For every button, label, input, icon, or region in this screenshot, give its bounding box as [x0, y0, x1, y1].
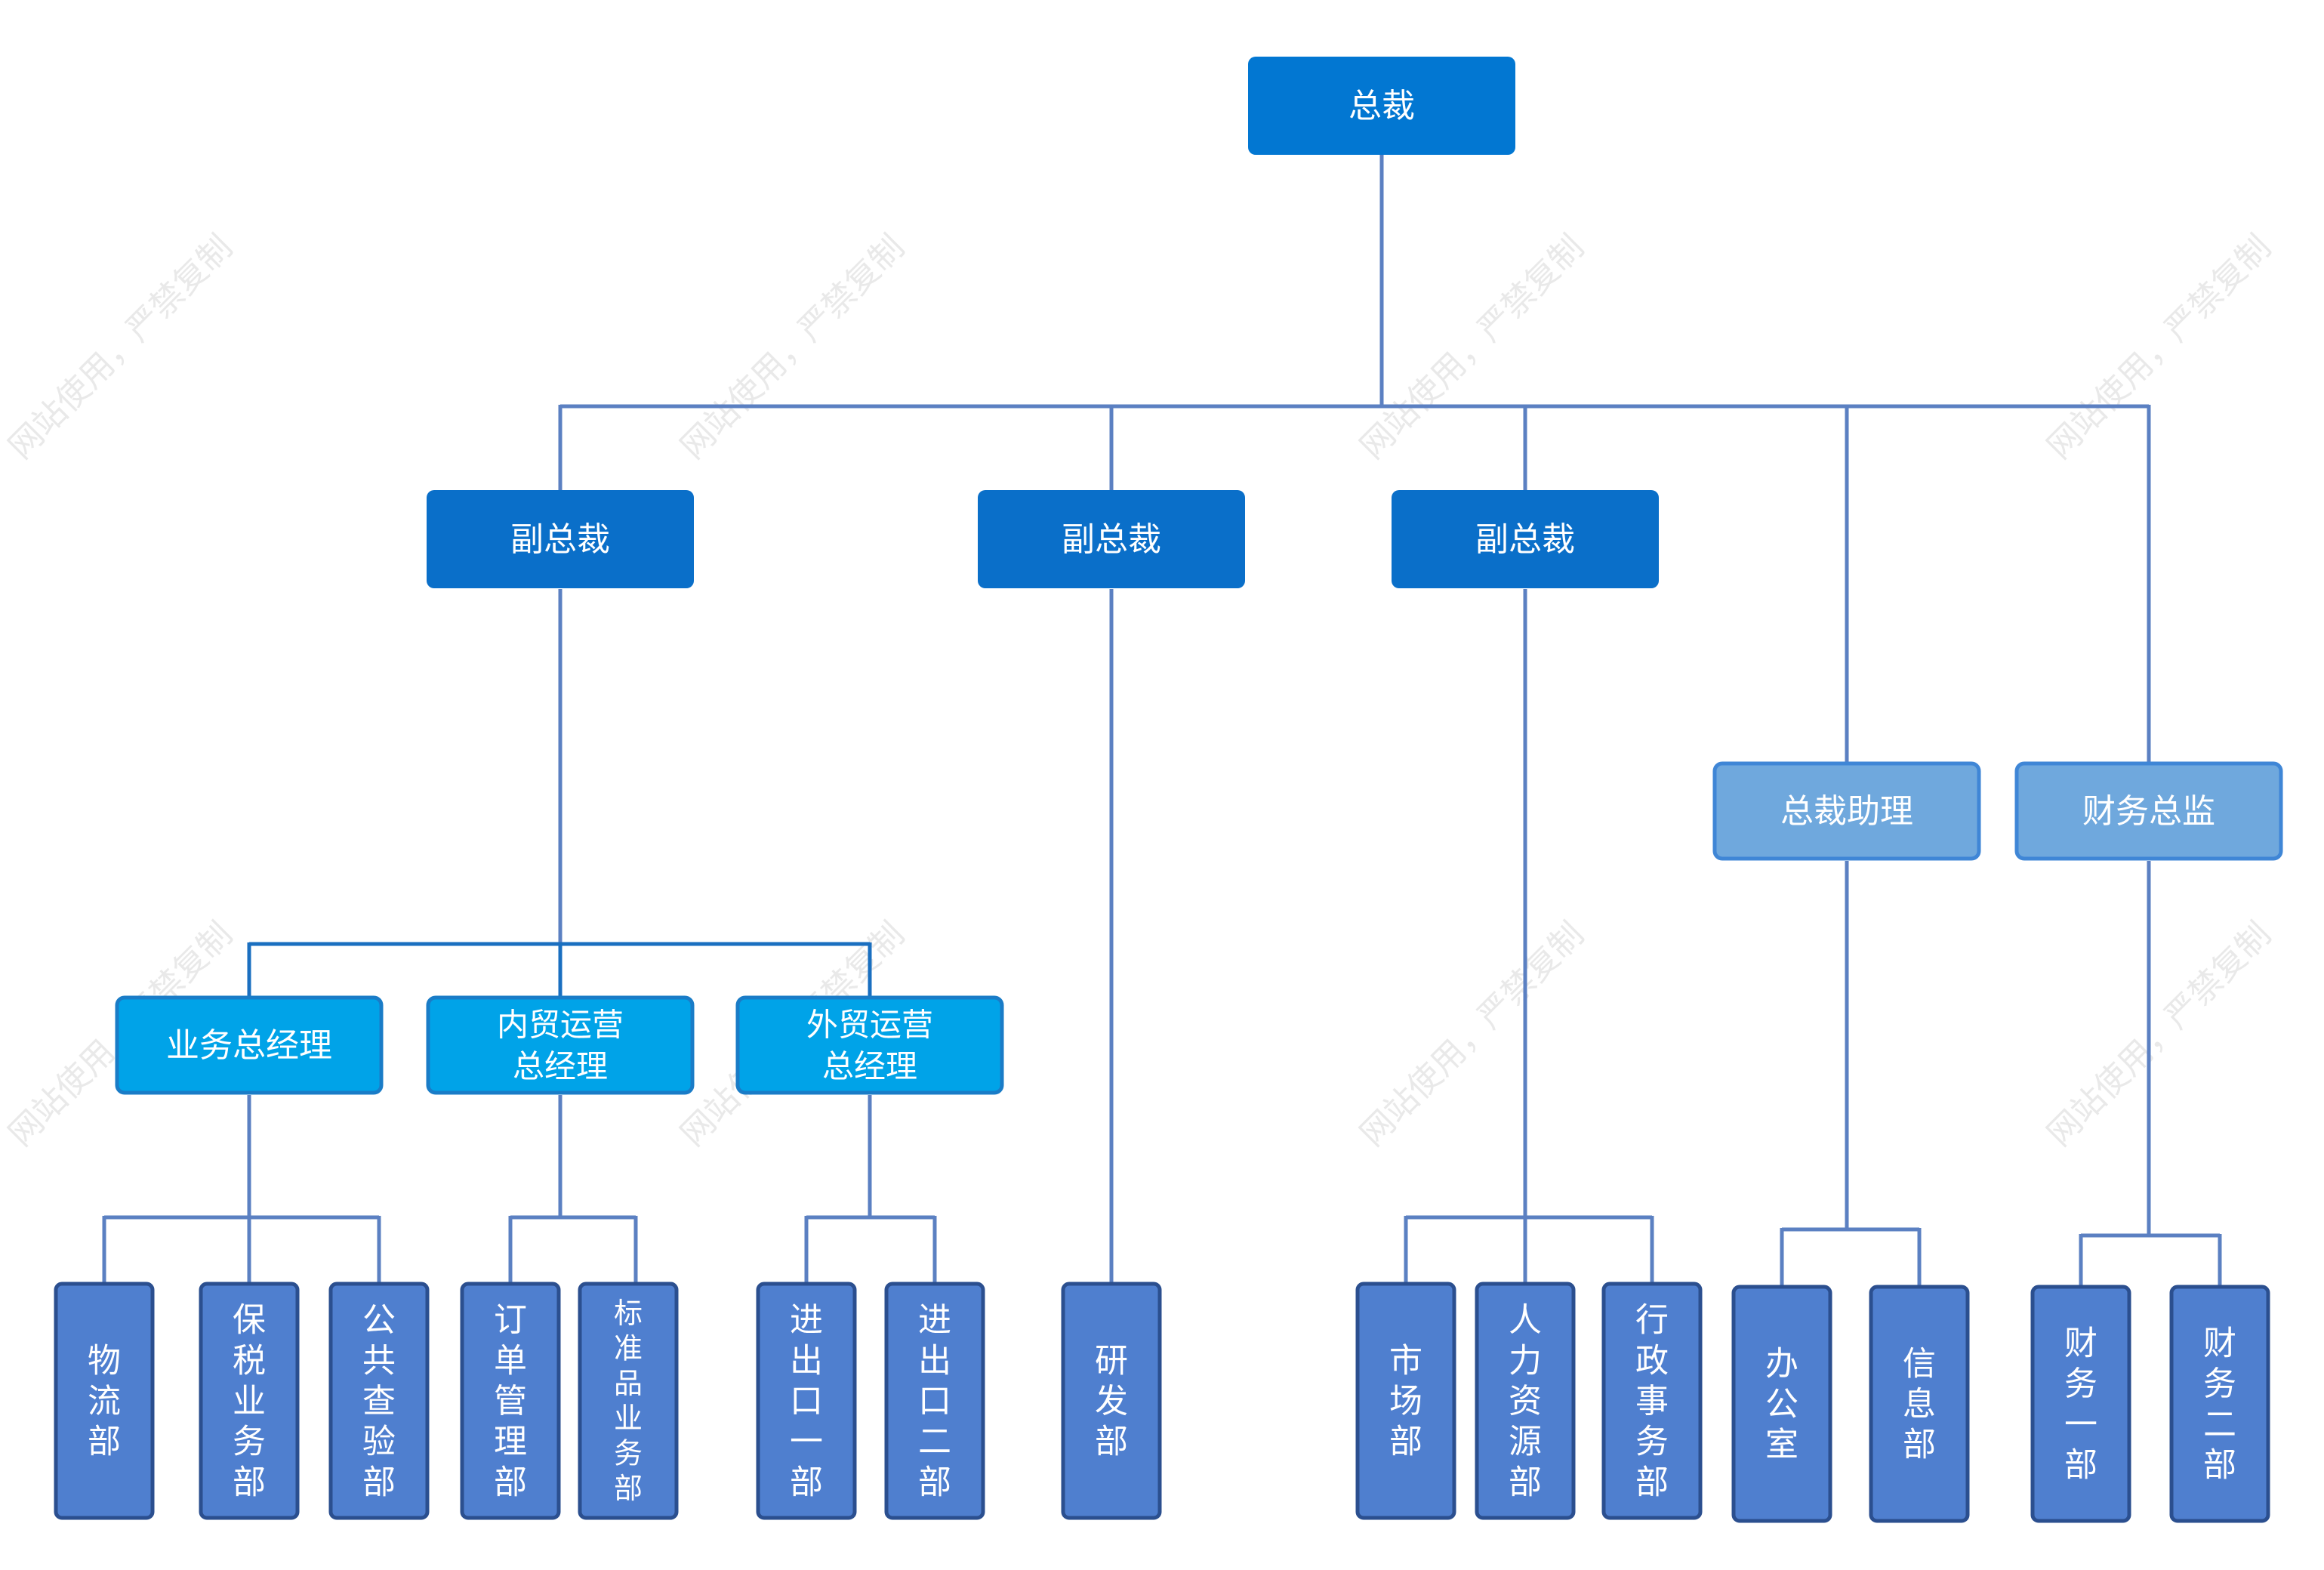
node-box — [735, 995, 1004, 1095]
org-node-president: 总裁 — [1248, 57, 1515, 155]
node-box — [1712, 761, 1981, 861]
node-label: 副总裁 — [510, 520, 610, 559]
node-box — [884, 1282, 985, 1520]
node-box — [1392, 490, 1659, 588]
node-label: 市场部 — [1389, 1341, 1422, 1461]
org-node-cfo: 财务总监 — [2014, 761, 2283, 861]
node-box — [328, 1282, 430, 1520]
node-label: 进出口一部 — [790, 1300, 823, 1501]
watermark-text: 网站使用，严禁复制 — [673, 228, 912, 467]
node-label: 业务总经理 — [166, 1026, 332, 1065]
node-label: 财务一部 — [2064, 1324, 2097, 1484]
node-box — [54, 1282, 155, 1520]
org-node-vp_1: 副总裁 — [427, 490, 694, 588]
watermark-text: 网站使用，严禁复制 — [2, 228, 240, 467]
node-box — [2169, 1285, 2270, 1523]
node-label: 财务二部 — [2203, 1324, 2236, 1484]
node-label: 信息部 — [1903, 1344, 1936, 1464]
org-node-hr: 人力资源部 — [1475, 1282, 1576, 1520]
org-node-ie_2: 进出口二部 — [884, 1282, 985, 1520]
org-node-market: 市场部 — [1355, 1282, 1456, 1520]
org-node-gm_business: 业务总经理 — [115, 995, 384, 1095]
node-label: 总裁助理 — [1780, 792, 1913, 831]
org-node-info: 信息部 — [1869, 1285, 1970, 1523]
node-label: 总裁 — [1348, 87, 1415, 125]
org-node-rnd: 研发部 — [1061, 1282, 1162, 1520]
node-box — [1061, 1282, 1162, 1520]
node-label: 研发部 — [1095, 1341, 1128, 1461]
org-node-bonded: 保税业务部 — [199, 1282, 300, 1520]
node-label: 行政事务部 — [1635, 1300, 1669, 1501]
node-box — [756, 1282, 857, 1520]
org-node-vp_2: 副总裁 — [978, 490, 1245, 588]
org-node-gm_foreign: 外贸运营总经理 — [735, 995, 1004, 1095]
node-label: 人力资源部 — [1509, 1300, 1542, 1501]
node-label: 物流部 — [88, 1341, 121, 1461]
node-label: 标准品业务部 — [614, 1297, 643, 1505]
node-label: 保税业务部 — [233, 1300, 266, 1501]
node-label: 财务总监 — [2082, 792, 2215, 831]
watermark-text: 网站使用，严禁复制 — [2040, 915, 2279, 1154]
org-node-inspection: 公共查验部 — [328, 1282, 430, 1520]
node-box — [1475, 1282, 1576, 1520]
org-node-fin_1: 财务一部 — [2030, 1285, 2131, 1523]
node-label: 进出口二部 — [918, 1300, 951, 1501]
node-label: 办公室 — [1765, 1344, 1798, 1464]
node-label: 外贸运营总经理 — [806, 1006, 933, 1084]
watermark-text: 网站使用，严禁复制 — [1353, 915, 1592, 1154]
watermark-text: 网站使用，严禁复制 — [1353, 228, 1592, 467]
org-node-logistics: 物流部 — [54, 1282, 155, 1520]
node-label: 内贸运营总经理 — [497, 1006, 624, 1084]
node-box — [115, 995, 384, 1095]
org-node-order_mgmt: 订单管理部 — [460, 1282, 561, 1520]
org-node-vp_3: 副总裁 — [1392, 490, 1659, 588]
node-box — [1731, 1285, 1832, 1523]
org-node-gm_domestic: 内贸运营总经理 — [426, 995, 695, 1095]
connector-lines — [102, 155, 2222, 1287]
node-box — [578, 1282, 679, 1520]
org-node-fin_2: 财务二部 — [2169, 1285, 2270, 1523]
node-label: 副总裁 — [1475, 520, 1575, 559]
org-node-ie_1: 进出口一部 — [756, 1282, 857, 1520]
node-box — [1248, 57, 1515, 155]
node-box — [426, 995, 695, 1095]
node-box — [1355, 1282, 1456, 1520]
node-box — [1869, 1285, 1970, 1523]
node-box — [978, 490, 1245, 588]
node-box — [2030, 1285, 2131, 1523]
node-label: 副总裁 — [1062, 520, 1161, 559]
node-box — [460, 1282, 561, 1520]
org-node-assistant: 总裁助理 — [1712, 761, 1981, 861]
node-box — [199, 1282, 300, 1520]
node-box — [427, 490, 694, 588]
org-node-admin: 行政事务部 — [1601, 1282, 1703, 1520]
watermark-text: 网站使用，严禁复制 — [2040, 228, 2279, 467]
org-node-office: 办公室 — [1731, 1285, 1832, 1523]
node-box — [2014, 761, 2283, 861]
node-box — [1601, 1282, 1703, 1520]
org-node-standard: 标准品业务部 — [578, 1282, 679, 1520]
node-label: 订单管理部 — [494, 1300, 527, 1501]
node-label: 公共查验部 — [362, 1300, 396, 1501]
